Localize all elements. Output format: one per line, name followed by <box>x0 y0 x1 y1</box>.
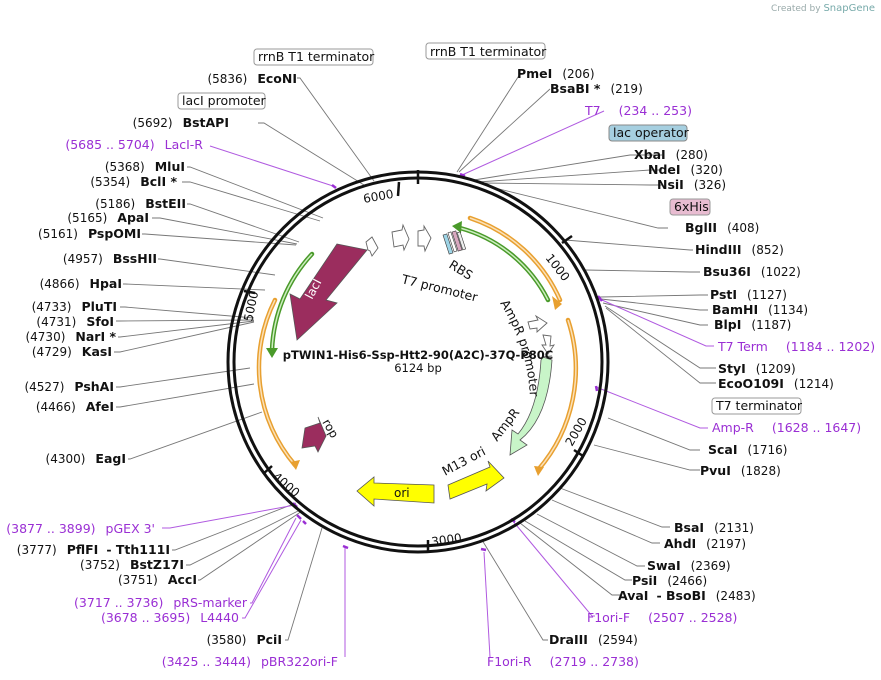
ampr-promoter-arrow <box>527 314 548 334</box>
site-kasi[interactable]: (4729)KasI <box>32 344 112 359</box>
site-scai[interactable]: ScaI(1716) <box>708 442 787 457</box>
site-bsabi[interactable]: BsaBI *(219) <box>550 81 643 96</box>
boxed-labels: rrnB T1 terminator rrnB T1 terminator la… <box>177 42 803 415</box>
site-pcii[interactable]: (3580)PciI <box>207 632 282 647</box>
site-mlui[interactable]: (5368)MluI <box>105 159 185 174</box>
small-feature-arrows <box>365 223 556 355</box>
lac-operator-box: lac operator <box>613 125 690 140</box>
orf-arrowheads <box>266 221 562 476</box>
site-pluti[interactable]: (4733)PluTI <box>32 299 117 314</box>
snapgene-watermark: Created by SnapGene <box>771 3 875 14</box>
feature-leader-lines <box>162 110 714 658</box>
m13-ori-feature[interactable] <box>447 460 505 500</box>
site-ecoo109i[interactable]: EcoO109I(1214) <box>718 376 834 391</box>
rrnb-terminator-arrow-2 <box>417 224 432 253</box>
site-pvui[interactable]: PvuI(1828) <box>700 463 781 478</box>
site-pmei[interactable]: PmeI(206) <box>517 66 595 81</box>
site-ahdi[interactable]: AhdI(2197) <box>664 536 746 551</box>
site-hindiii[interactable]: HindIII(852) <box>695 242 784 257</box>
feature-t7-term[interactable]: T7 Term(1184 .. 1202) <box>717 339 875 354</box>
rrnb-t1-terminator-left: rrnB T1 terminator <box>258 49 375 64</box>
rrnb-terminator-arrow-1 <box>391 223 410 252</box>
site-econi[interactable]: (5836)EcoNI <box>207 71 297 86</box>
site-bsu36i[interactable]: Bsu36I(1022) <box>703 264 801 279</box>
site-psti[interactable]: PstI(1127) <box>710 287 787 302</box>
ring-ticks <box>243 170 584 553</box>
site-blpi[interactable]: BlpI(1187) <box>714 317 791 332</box>
ori-feature[interactable] <box>356 476 435 507</box>
ori-label: ori <box>394 486 410 500</box>
his6-box: 6xHis <box>674 199 709 214</box>
laci-promoter-arrow <box>365 236 379 257</box>
feature-pgex-3[interactable]: (3877 .. 3899)pGEX 3' <box>6 521 155 536</box>
site-pshai[interactable]: (4527)PshAI <box>24 379 114 394</box>
site-bamhi[interactable]: BamHI(1134) <box>712 302 808 317</box>
site-bglii[interactable]: BglII(408) <box>685 220 759 235</box>
site-bstz17i[interactable]: (3752)BstZ17I <box>80 557 184 572</box>
plasmid-name: pTWIN1-His6-Ssp-Htt2-90(A2C)-37Q-P80C <box>283 348 553 362</box>
tick-3000: 3000 <box>430 531 462 549</box>
tick-6000: 6000 <box>362 187 395 206</box>
rop-feature[interactable] <box>301 416 327 453</box>
feature-laci-r[interactable]: (5685 .. 5704)LacI-R <box>65 137 203 152</box>
site-draiii[interactable]: DraIII(2594) <box>549 632 638 647</box>
feature-amp-r[interactable]: Amp-R(1628 .. 1647) <box>712 420 861 435</box>
laci-feature[interactable] <box>289 243 368 341</box>
site-nsii[interactable]: NsiI(326) <box>657 177 726 192</box>
site-acci[interactable]: (3751)AccI <box>118 572 197 587</box>
right-sites: PmeI(206) BsaBI *(219) XbaI(280) NdeI(32… <box>517 66 834 647</box>
ampr-start-mark <box>541 355 553 358</box>
site-bsshii[interactable]: (4957)BssHII <box>63 251 157 266</box>
site-bsteii[interactable]: (5186)BstEII <box>95 196 186 211</box>
site-bcli[interactable]: (5354)BclI * <box>90 174 177 189</box>
plasmid-size: 6124 bp <box>394 361 442 375</box>
tick-5000: 5000 <box>241 290 261 323</box>
feature-t7[interactable]: T7(234 .. 253) <box>584 103 692 118</box>
site-nari[interactable]: (4730)NarI * <box>25 329 116 344</box>
feature-f1ori-r[interactable]: F1ori-R(2719 .. 2738) <box>487 654 639 669</box>
feature-f1ori-f[interactable]: F1ori-F(2507 .. 2528) <box>587 610 737 625</box>
site-pspomi[interactable]: (5161)PspOMI <box>38 226 141 241</box>
site-bstapi[interactable]: (5692)BstAPI <box>133 115 229 130</box>
orf-arcs <box>256 215 579 473</box>
feature-prs-marker[interactable]: (3717 .. 3736)pRS-marker <box>74 595 248 610</box>
t7-terminator-arrow <box>541 334 556 355</box>
left-features: (5685 .. 5704)LacI-R (3877 .. 3899)pGEX … <box>6 137 338 669</box>
site-hpai[interactable]: (4866)HpaI <box>40 276 122 291</box>
watermark-prefix: Created by <box>771 4 821 14</box>
site-avai-bsobi[interactable]: AvaI- BsoBI(2483) <box>618 588 756 603</box>
site-pflfi-tth111i[interactable]: (3777)PflFI- Tth111I <box>17 542 170 557</box>
site-ndei[interactable]: NdeI(320) <box>648 162 723 177</box>
site-styi[interactable]: StyI(1209) <box>718 361 796 376</box>
right-features: T7(234 .. 253) T7 Term(1184 .. 1202) Amp… <box>487 103 875 669</box>
feature-pbr322ori-f[interactable]: (3425 .. 3444)pBR322ori-F <box>162 654 338 669</box>
site-afei[interactable]: (4466)AfeI <box>36 399 114 414</box>
rbs-block <box>442 230 467 255</box>
site-eagi[interactable]: (4300)EagI <box>46 451 126 466</box>
feature-l4440[interactable]: (3678 .. 3695)L4440 <box>101 610 239 625</box>
rbs-label: RBS <box>446 257 475 283</box>
left-sites: (5836)EcoNI (5692)BstAPI (5368)MluI (535… <box>17 71 297 647</box>
ampr-feature[interactable] <box>509 356 553 456</box>
rrnb-t1-terminator-right: rrnB T1 terminator <box>430 44 547 59</box>
site-psii[interactable]: PsiI(2466) <box>632 573 707 588</box>
leader-lines <box>114 73 716 641</box>
snapgene-logo: SnapGene <box>823 3 875 14</box>
t7-terminator-box: T7 terminator <box>715 398 803 413</box>
site-apai[interactable]: (5165)ApaI <box>67 210 149 225</box>
site-swai[interactable]: SwaI(2369) <box>647 558 731 573</box>
site-bsai[interactable]: BsaI(2131) <box>674 520 754 535</box>
site-xbai[interactable]: XbaI(280) <box>634 147 708 162</box>
laci-promoter-box: lacI promoter <box>182 93 267 108</box>
site-sfoi[interactable]: (4731)SfoI <box>36 314 114 329</box>
